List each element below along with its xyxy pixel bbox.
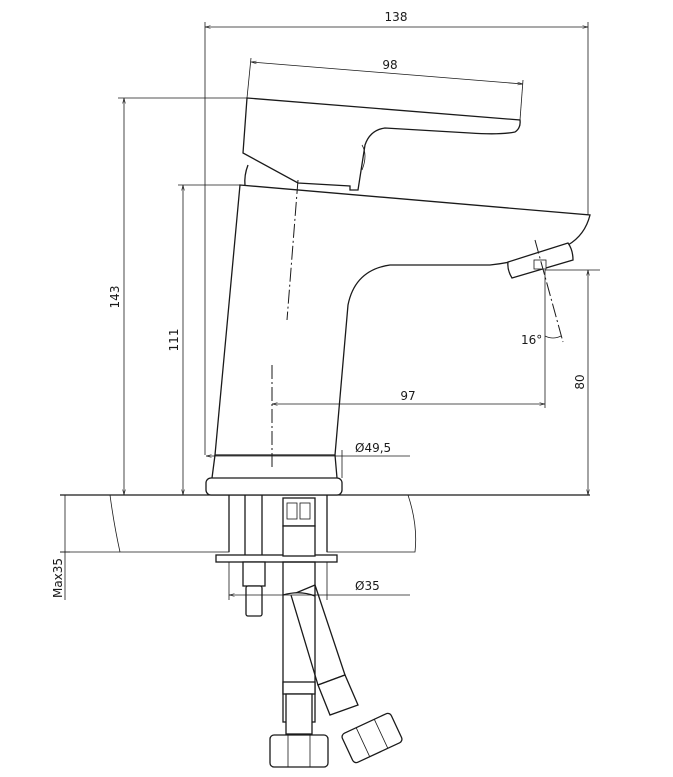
lever-handle xyxy=(242,97,521,191)
svg-text:138: 138 xyxy=(385,10,408,24)
svg-text:16°: 16° xyxy=(521,333,542,347)
dim-overall-width: 138 xyxy=(204,10,589,455)
countertop xyxy=(60,494,590,555)
faucet-body xyxy=(205,184,591,496)
dim-overall-height: 143 xyxy=(108,97,247,495)
hot-water-hose xyxy=(290,584,403,764)
svg-text:98: 98 xyxy=(382,58,397,72)
svg-text:143: 143 xyxy=(108,286,122,309)
dim-spout-angle: 16° xyxy=(521,239,564,347)
dim-handle-length: 98 xyxy=(246,57,524,121)
dim-counter-thickness: Max35 xyxy=(51,495,70,600)
dim-body-height: 111 xyxy=(167,184,240,495)
cold-water-hose xyxy=(269,561,329,768)
base-plate xyxy=(205,477,343,496)
svg-text:Ø35: Ø35 xyxy=(355,579,380,593)
svg-text:80: 80 xyxy=(573,374,587,389)
dim-hole-diameter: Ø35 xyxy=(228,562,410,600)
dim-spout-reach: 97 xyxy=(272,270,546,408)
handle-centerline xyxy=(286,179,299,321)
svg-text:Max35: Max35 xyxy=(51,558,65,598)
svg-text:111: 111 xyxy=(167,329,181,352)
svg-text:Ø49,5: Ø49,5 xyxy=(355,441,391,455)
dim-spout-height: 80 xyxy=(545,269,600,495)
svg-text:97: 97 xyxy=(400,389,415,403)
dim-base-diameter: Ø49,5 xyxy=(206,441,410,478)
mounting-parts xyxy=(215,497,338,617)
